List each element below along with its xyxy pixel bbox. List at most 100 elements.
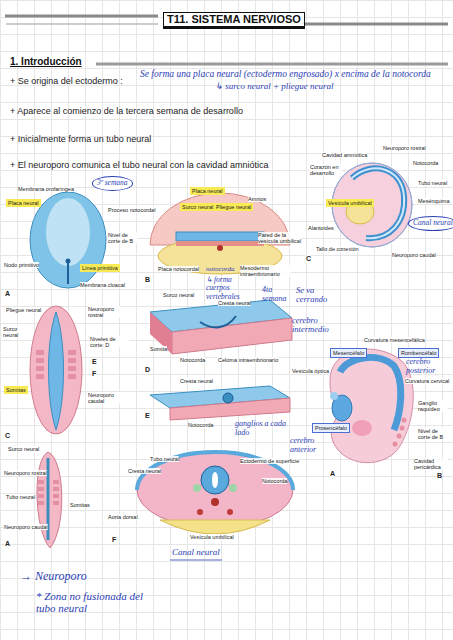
part-label: + El neuroporo comunica el tubo neural c… xyxy=(10,161,268,171)
label-box: Mesencéfalo xyxy=(330,348,367,358)
label-box: 3ª semana xyxy=(92,176,133,191)
figure-letter: A xyxy=(5,290,10,298)
box-text: Pliegue neural xyxy=(216,204,251,210)
handwritten-note: ↳ forma cuerpos vertebrales xyxy=(206,276,256,301)
part-label: Niveles de corte: D xyxy=(90,336,130,348)
part-label: Surco neural xyxy=(3,326,27,338)
part-label: Vesícula umbilical xyxy=(190,534,234,540)
label-box: Prosencéfalo xyxy=(312,423,350,433)
part-label: Nivel de corte de B xyxy=(418,428,448,440)
part-label: Tubo neural xyxy=(6,494,35,500)
label-box: Pliegue neural xyxy=(214,203,253,211)
part-label: Neuroporo caudal xyxy=(4,524,48,530)
label-box: Placa neural xyxy=(6,199,41,207)
part-label: Aorta dorsal xyxy=(108,514,138,520)
part-label: Neuroporo caudal xyxy=(392,252,436,258)
label-box: Canal neural xyxy=(408,216,453,231)
handwritten-note: cerebro posterior xyxy=(406,358,446,376)
label-box: Surco neural xyxy=(180,203,215,211)
part-label: Proceso notocordal xyxy=(108,207,155,213)
box-text: Prosencéfalo xyxy=(315,425,347,431)
part-label: Celoma intraembrionario xyxy=(218,357,278,363)
part-label: Pared de la vesícula umbilical xyxy=(258,232,302,244)
label-box: Línea primitiva xyxy=(80,264,120,272)
handwritten-note: 4ta semana xyxy=(262,286,290,304)
box-text: Rombencéfalo xyxy=(401,350,436,356)
handwritten-note: → Neuroporo xyxy=(20,570,87,583)
part-label: Neuroporo rostral xyxy=(383,145,426,151)
label-box: Placa neural xyxy=(190,187,225,195)
figure-letter: D xyxy=(145,366,150,374)
part-label: Curvatura mesencefálica xyxy=(364,337,425,343)
figure-letter: B xyxy=(437,472,442,480)
part-label: Cresta neural xyxy=(128,468,161,474)
part-label: Neuroporo caudal xyxy=(88,392,122,404)
part-label: Membrana orofaríngea xyxy=(18,186,74,192)
handwritten-note: cerebro intermedio xyxy=(292,316,332,335)
handwritten-note: Se va cerrando xyxy=(296,286,336,305)
part-label: Ganglio raquídeo xyxy=(418,400,448,412)
part-label: 1. Introducción xyxy=(10,56,82,67)
figure-letter: E xyxy=(92,358,97,366)
box-text: 3ª semana xyxy=(97,178,128,187)
part-label: Tubo neural xyxy=(150,456,179,462)
box-text: Somitas xyxy=(6,387,26,393)
part-label: Ectodermo de superficie xyxy=(240,458,299,464)
part-label: Cavidad amniótica xyxy=(322,152,367,158)
box-text: Placa neural xyxy=(8,200,39,206)
figure-letter: C xyxy=(5,432,10,440)
part-label: Membrana cloacal xyxy=(80,282,125,288)
part-label: Pliegue neural xyxy=(6,307,41,313)
part-label: Curvatura cervical xyxy=(405,378,449,384)
part-label: + Se origina del ectodermo : xyxy=(10,77,123,87)
box-text: Placa neural xyxy=(192,188,223,194)
part-label: Cresta neural xyxy=(180,378,213,384)
part-label: Cavidad pericárdica xyxy=(414,458,448,470)
part-label: Neuroporo rostral xyxy=(88,306,120,318)
part-label: Placa notocordal xyxy=(158,266,199,272)
part-label: Cresta neural xyxy=(218,300,251,306)
figure-letter: A xyxy=(330,470,335,478)
box-text: Mesencéfalo xyxy=(333,350,364,356)
part-label: Notocorda xyxy=(180,357,205,363)
part-label: Notocorda xyxy=(413,160,438,166)
part-label: + Inicialmente forma un tubo neural xyxy=(10,135,151,145)
figure-letter: F xyxy=(92,370,96,378)
handwritten-note: ganglios a cada lado xyxy=(235,420,290,438)
figure-letter: F xyxy=(112,536,116,544)
part-label: Tallo de conexión xyxy=(316,246,359,252)
figure-letter: A xyxy=(5,540,10,548)
label-box: Vesícula umbilical xyxy=(326,199,374,207)
box-text: Surco neural xyxy=(182,204,213,210)
box-text: Vesícula umbilical xyxy=(328,200,372,206)
part-label: Somita xyxy=(150,346,167,352)
part-label: Surco neural xyxy=(8,446,39,452)
part-label: Somitas xyxy=(70,502,90,508)
figure-letter: B xyxy=(145,276,150,284)
handwritten-note: Se forma una placa neural (ectodermo eng… xyxy=(140,69,440,79)
part-label: Neuroporo rostral xyxy=(4,470,47,476)
part-label: Corazón en desarrollo xyxy=(310,164,342,176)
label-box: Rombencéfalo xyxy=(398,348,439,358)
part-label: Nodo primitivo xyxy=(4,262,39,268)
handwritten-note: notocorda xyxy=(206,266,235,274)
figure-letter: C xyxy=(306,255,311,263)
figure-letter: E xyxy=(145,412,150,420)
box-text: Canal neural xyxy=(413,218,453,227)
part-label: Notocorda xyxy=(262,478,287,484)
part-label: Vesícula óptica xyxy=(292,368,329,374)
handwritten-note: * Zona no fusionada del tubo neural xyxy=(36,590,146,614)
part-label: Notocorda xyxy=(188,422,213,428)
handwritten-note: Canal neural xyxy=(172,548,220,558)
page-title: T11. SISTEMA NERVIOSO xyxy=(163,12,305,29)
handwritten-note: ↳ surco neural + pliegue neural xyxy=(215,82,445,92)
box-text: Línea primitiva xyxy=(82,265,118,271)
part-label: Mesodermo intraembrionario xyxy=(240,265,290,277)
part-label: Alantoides xyxy=(308,225,334,231)
part-label: Nivel de corte de B xyxy=(108,232,138,244)
part-label: Tubo neural xyxy=(418,180,447,186)
part-label: + Aparece al comienzo de la tercera sema… xyxy=(10,107,243,117)
part-label: Amnios xyxy=(248,196,266,202)
